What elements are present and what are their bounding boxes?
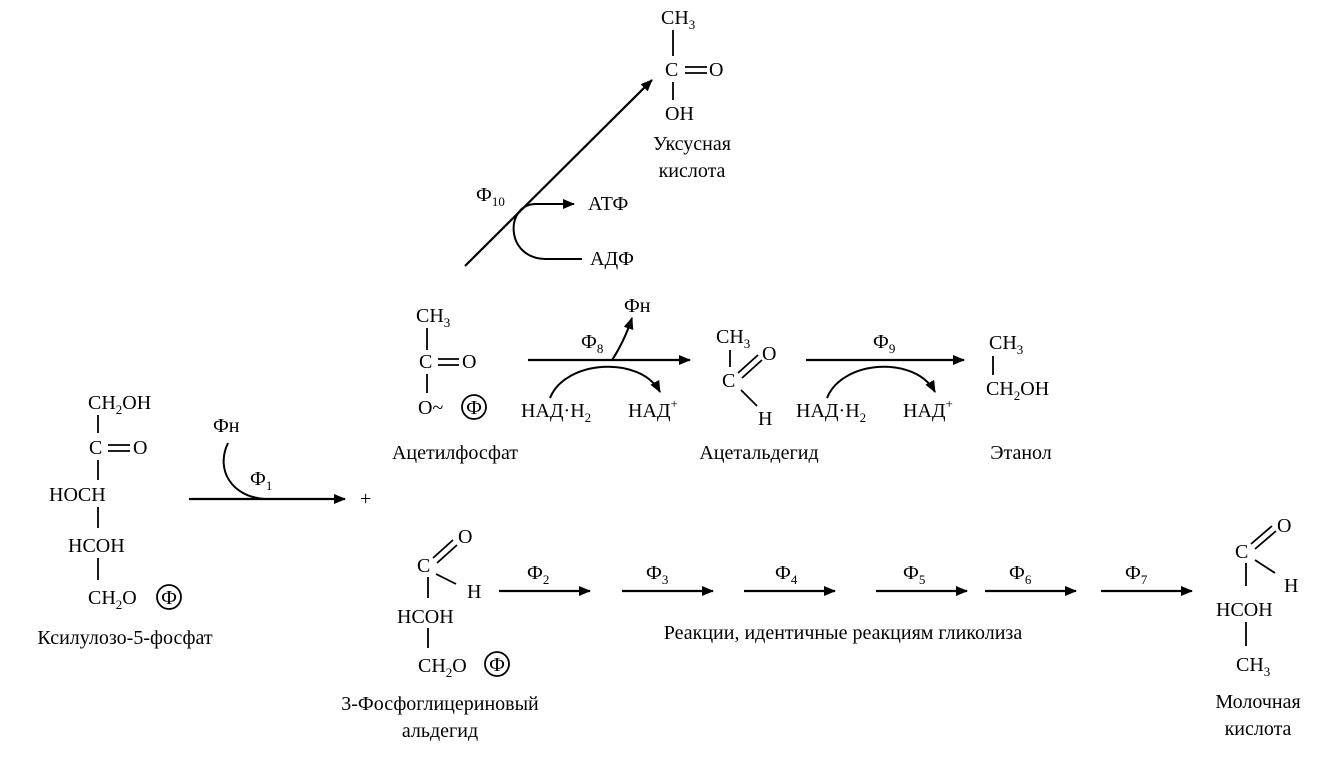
pga-carbon: C [417,555,430,577]
ethanol: CH3 CH2OH Этанол [986,332,1052,464]
lactic-ch3: CH3 [1236,654,1270,679]
glycolysis-note: Реакции, идентичные реакциям гликолиза [664,622,1023,644]
acetic-acid-oh: OH [665,103,694,125]
acetylphosphate-name: Ацетилфосфат [392,442,518,464]
xylulose-hcoh: HCOH [68,535,125,557]
xylulose-hoch: HOCH [49,484,106,506]
nad-curve-1 [549,365,661,399]
acetaldehyde-oxygen: O [762,343,776,365]
acetaldehyde-carbon: C [722,370,735,392]
double-bond [432,539,454,559]
acetic-acid-name-line1: Уксусная [653,133,731,155]
nad-2-label: НАД+ [903,396,953,422]
lactic-acid: C O H HCOH CH3 Молочная кислота [1215,515,1300,740]
xylulose-ch2o: CH2O [88,587,137,612]
pga-h: H [467,581,481,603]
double-bond [741,359,763,379]
xylulose-ch2oh: CH2OH [88,392,151,417]
bond-line [740,389,758,407]
lactic-name-line2: кислота [1225,718,1292,740]
nadh2-2-label: НАД·H2 [796,400,866,425]
pga-ch2o: CH2O [418,655,467,680]
3-phosphoglyceraldehyde: C O H HCOH CH2O Ф 3-Фосфоглицериновый ал… [341,526,539,742]
pn-release-curve [611,317,634,361]
double-bond [1250,525,1273,545]
acetaldehyde-ch3: CH3 [716,326,750,351]
acetic-acid: CH3 C O OH Уксусная кислота [653,7,731,182]
enzyme-f3: Ф3 [646,562,668,587]
acetic-acid-ch3: CH3 [661,7,695,32]
lactic-hcoh: HCOH [1216,599,1273,621]
lactic-oxygen: O [1277,515,1291,537]
enzyme-f5: Ф5 [903,562,925,587]
bond-line [1254,559,1276,574]
nad-1-label: НАД+ [628,396,678,422]
pga-phosphate: Ф [489,654,505,676]
xylulose-5-phosphate: CH2OH C O HOCH HCOH CH2O Ф Ксилулозо-5-ф… [37,392,213,649]
plus-sign: + [360,488,371,510]
enzyme-f6: Ф6 [1009,562,1032,587]
acetylphosphate-o-tilde: O~ [418,397,443,419]
xylulose-oxygen: O [133,437,147,459]
acetaldehyde-h: H [758,408,772,430]
lactic-carbon: C [1235,541,1248,563]
arrow-to-acetic-acid [464,79,653,267]
acetylphosphate-oxygen: O [462,351,476,373]
pga-name-line2: альдегид [402,720,478,742]
enzyme-f10: Ф10 [476,184,505,209]
enzyme-f4: Ф4 [775,562,798,587]
acetaldehyde-name: Ацетальдегид [699,442,818,464]
acetaldehyde: CH3 C O H Ацетальдегид [699,326,818,464]
phosphate-circle-icon [156,584,182,610]
atp-label: АТФ [588,193,628,215]
acetic-acid-carbon: C [665,59,678,81]
acetylphosphate-carbon: C [419,351,432,373]
nadh2-1-label: НАД·H2 [521,400,591,425]
pn-left-label: Фн [213,415,240,437]
enzyme-f1: Ф1 [250,468,272,493]
bond-line [435,573,457,585]
enzyme-f7: Ф7 [1125,562,1148,587]
pn-input-curve [222,442,266,500]
ethanol-ch2oh: CH2OH [986,378,1049,403]
pga-oxygen: O [458,526,472,548]
phosphate-circle-icon [461,394,487,420]
acetylphosphate-ch3: CH3 [416,305,450,330]
double-bond [737,354,759,374]
lactic-h: H [1284,575,1298,597]
xylulose-phosphate: Ф [161,587,177,609]
nad-curve-2 [826,365,936,399]
ethanol-name: Этанол [990,442,1052,464]
double-bond [436,544,458,564]
double-bond [1254,530,1277,550]
phosphate-circle-icon [484,651,510,677]
acetylphosphate: CH3 C O O~ Ф Ацетилфосфат [392,305,518,464]
pga-hcoh: HCOH [397,606,454,628]
enzyme-f2: Ф2 [527,562,549,587]
adp-label: АДФ [590,248,634,270]
lactic-name-line1: Молочная [1215,691,1300,713]
acetic-acid-oxygen: O [709,59,723,81]
atp-adp-curve [512,199,582,260]
xylulose-name: Ксилулозо-5-фосфат [37,627,213,649]
acetylphosphate-phosphate: Ф [466,397,482,419]
enzyme-f8: Ф8 [581,331,603,356]
ethanol-ch3: CH3 [989,332,1023,357]
pn-top-label: Фн [624,295,651,317]
acetic-acid-name-line2: кислота [659,160,726,182]
pga-name-line1: 3-Фосфоглицериновый [341,693,539,715]
xylulose-carbon: C [89,437,102,459]
enzyme-f9: Ф9 [873,331,895,356]
